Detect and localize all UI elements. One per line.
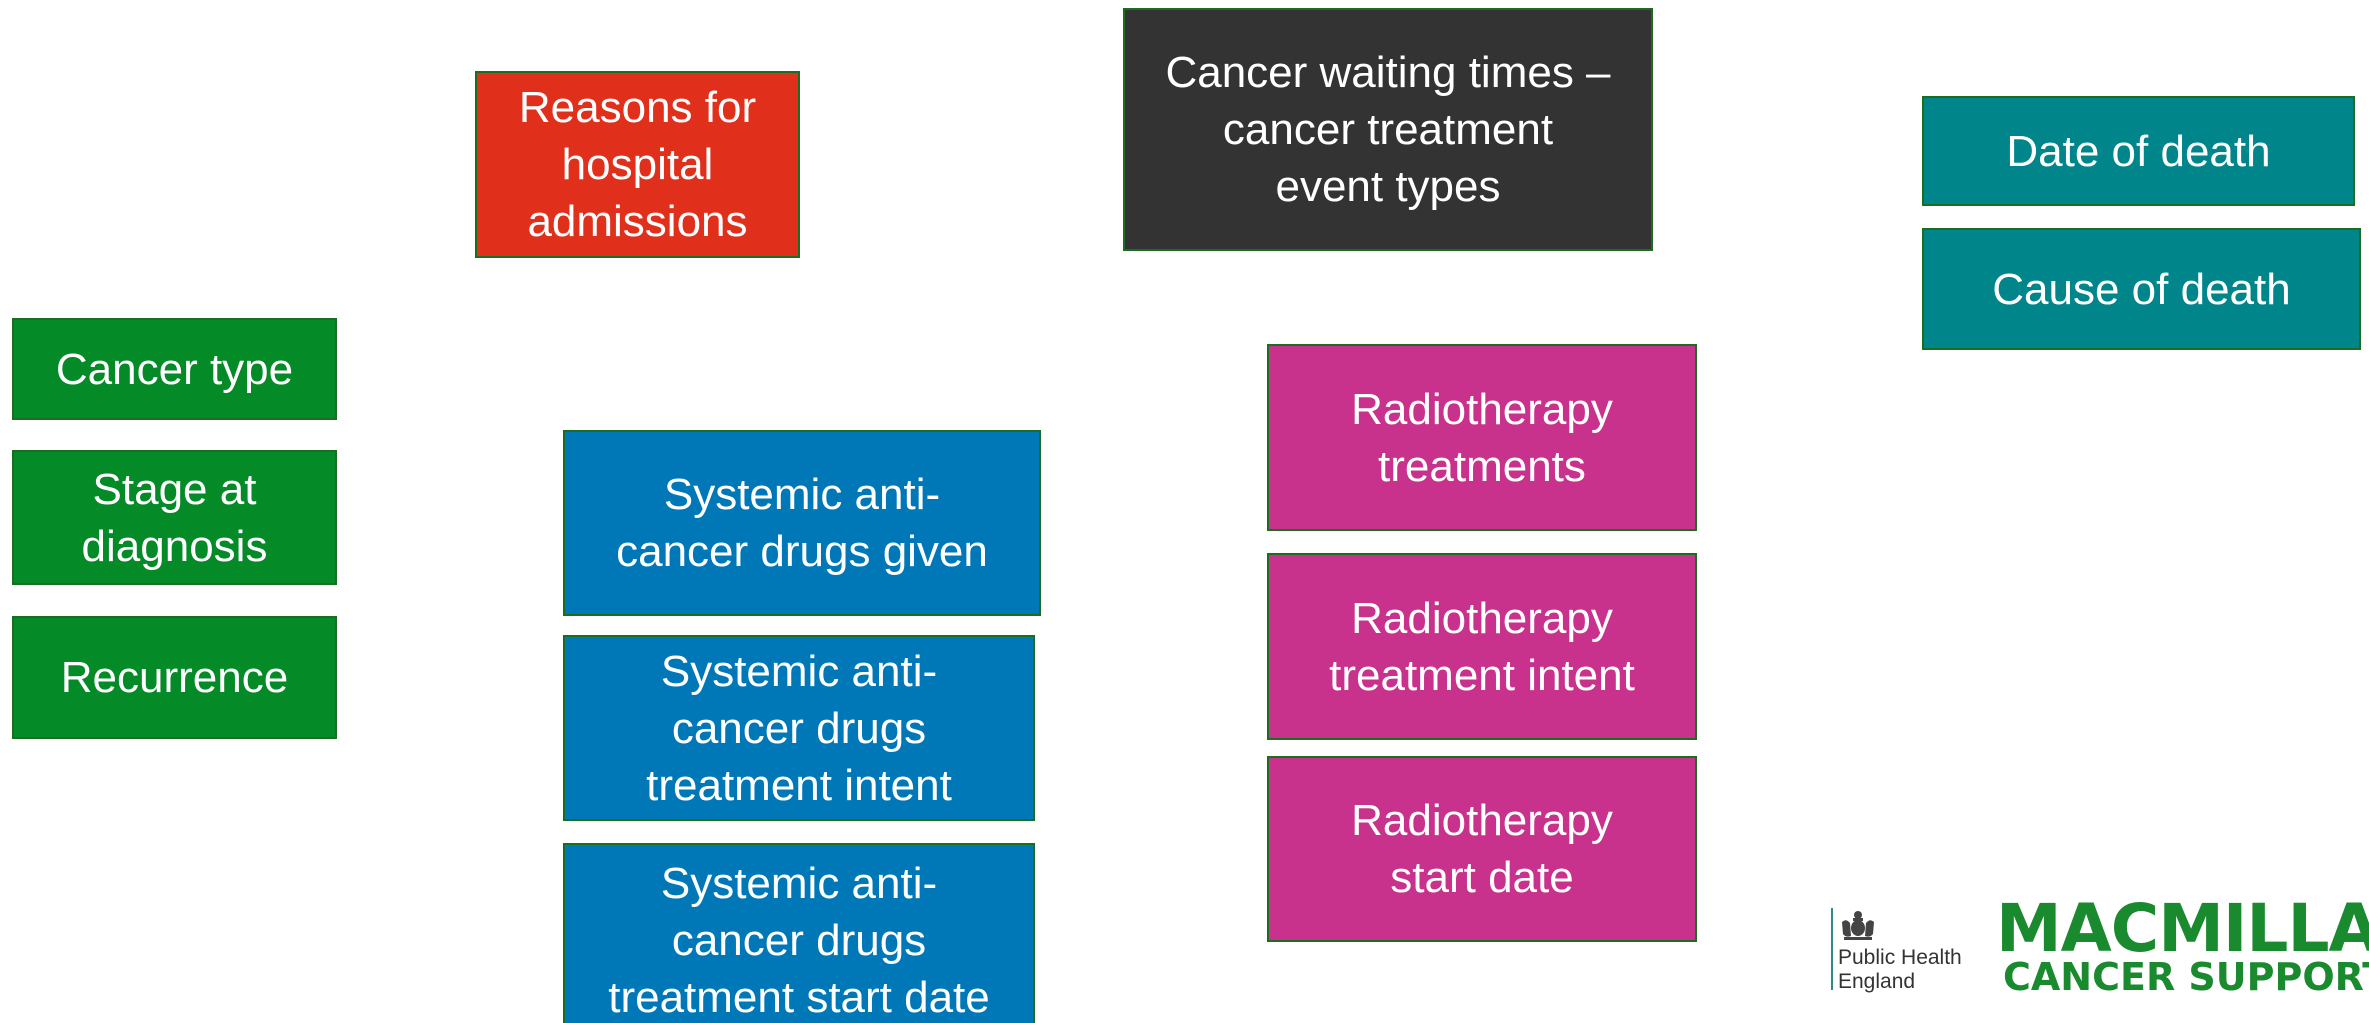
- macmillan-wordmark: MACMILLAN: [1996, 890, 2369, 967]
- radiotherapy-start-date-box: Radiotherapy start date: [1267, 756, 1697, 942]
- box-line: Cancer type: [55, 344, 294, 394]
- box-line: treatments: [1378, 441, 1586, 491]
- box-line: Date of death: [2006, 126, 2271, 176]
- box-line: cancer treatment: [1222, 105, 1554, 154]
- radiotherapy-treatment-intent-box: Radiotherapy treatment intent: [1267, 553, 1697, 740]
- box-line: Cause of death: [1992, 264, 2291, 314]
- cancer-type-box: Cancer type: [12, 318, 337, 420]
- box-line: event types: [1275, 162, 1501, 211]
- box-line: Systemic anti-: [663, 470, 941, 519]
- cause-of-death-box: Cause of death: [1922, 228, 2361, 350]
- box-line: Reasons for: [518, 83, 757, 132]
- box-line: cancer drugs: [671, 703, 927, 753]
- stage-at-diagnosis-box: Stage at diagnosis: [12, 450, 337, 585]
- phe-line: Public Health: [1838, 946, 1962, 969]
- macmillan-tagline: CANCER SUPPORT: [2003, 955, 2369, 999]
- radiotherapy-treatments-box: Radiotherapy treatments: [1267, 344, 1697, 531]
- box-line: admissions: [527, 197, 748, 246]
- box-line: Radiotherapy: [1351, 384, 1613, 434]
- box-line: cancer drugs given: [616, 527, 988, 576]
- box-line: diagnosis: [81, 521, 268, 571]
- box-line: Recurrence: [60, 653, 289, 702]
- box-line: start date: [1390, 853, 1574, 902]
- box-line: cancer drugs: [671, 916, 927, 965]
- sact-treatment-intent-box: Systemic anti- cancer drugs treatment in…: [563, 635, 1035, 821]
- box-line: treatment intent: [646, 760, 952, 810]
- sact-given-box: Systemic anti- cancer drugs given: [563, 430, 1041, 616]
- box-line: Radiotherapy: [1351, 593, 1613, 643]
- box-line: Systemic anti-: [660, 859, 938, 908]
- reasons-for-hospital-admissions-box: Reasons for hospital admissions: [475, 71, 800, 258]
- box-line: Systemic anti-: [660, 646, 938, 696]
- recurrence-box: Recurrence: [12, 616, 337, 739]
- box-line: Cancer waiting times –: [1165, 48, 1611, 97]
- sact-treatment-start-date-box: Systemic anti- cancer drugs treatment st…: [563, 843, 1035, 1023]
- cancer-waiting-times-box: Cancer waiting times – cancer treatment …: [1123, 8, 1653, 251]
- phe-divider: [1831, 908, 1833, 990]
- date-of-death-box: Date of death: [1922, 96, 2355, 206]
- box-line: hospital: [561, 140, 714, 189]
- box-line: Radiotherapy: [1351, 796, 1613, 845]
- phe-wordmark: Public Health England: [1838, 946, 1978, 994]
- box-line: Stage at: [92, 464, 257, 514]
- box-line: treatment start date: [608, 973, 990, 1022]
- royal-crest-icon: [1842, 911, 1874, 940]
- box-line: treatment intent: [1329, 650, 1635, 700]
- phe-line: England: [1838, 970, 1916, 993]
